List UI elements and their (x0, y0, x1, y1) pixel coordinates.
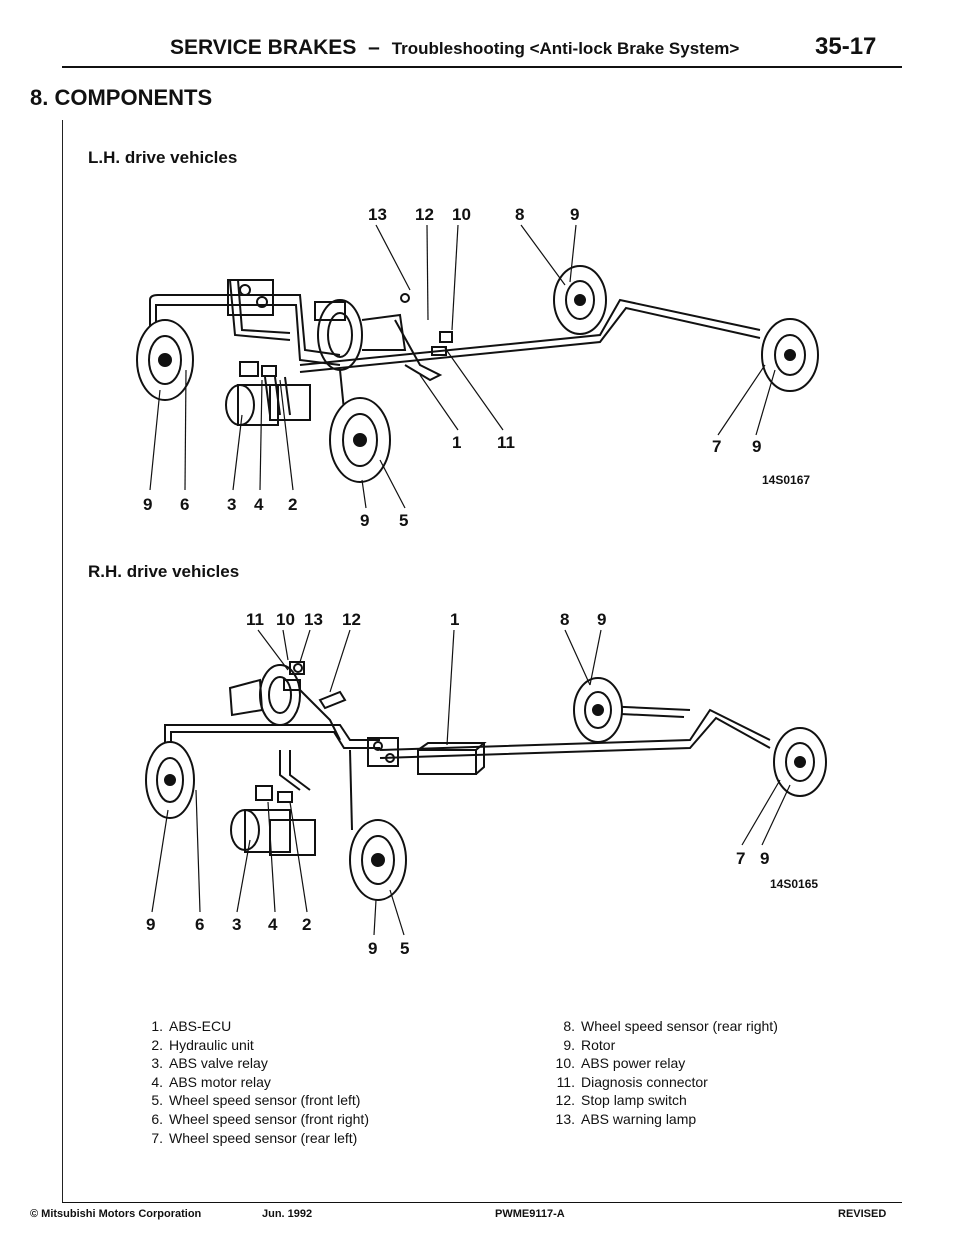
margin-line (62, 120, 63, 1202)
lh-label: 4 (254, 495, 264, 514)
lh-label: 9 (143, 495, 152, 514)
footer-doc-code: PWME9117-A (495, 1208, 565, 1220)
lh-label: 12 (415, 205, 434, 224)
rh-label: 9 (146, 915, 155, 934)
legend-right: 8.Wheel speed sensor (rear right) 9.Roto… (555, 1017, 778, 1129)
rh-diagram: 11 10 13 12 1 8 9 7 9 9 6 3 4 2 9 5 14S0… (0, 600, 960, 970)
rh-label: 3 (232, 915, 241, 934)
rh-label: 10 (276, 610, 295, 629)
lh-label: 9 (360, 511, 369, 530)
footer-date: Jun. 1992 (262, 1208, 313, 1220)
legend-item: 12.Stop lamp switch (555, 1092, 687, 1109)
legend-item: 7.Wheel speed sensor (rear left) (151, 1129, 358, 1146)
rh-label: 4 (268, 915, 278, 934)
rh-label: 12 (342, 610, 361, 629)
header-rule (62, 66, 902, 68)
legend-item: 13.ABS warning lamp (555, 1110, 697, 1127)
rh-label: 6 (195, 915, 204, 934)
lh-label: 3 (227, 495, 236, 514)
rh-label: 11 (246, 610, 264, 629)
rh-label: 9 (368, 939, 377, 958)
lh-label: 9 (752, 437, 761, 456)
rh-heading: R.H. drive vehicles (88, 562, 240, 581)
lh-label: 9 (570, 205, 579, 224)
lh-diagram-svg: 13 12 10 8 9 1 11 7 9 9 6 3 4 2 9 5 14S0… (136, 205, 819, 530)
rh-label: 7 (736, 849, 745, 868)
legend-item: 9.Rotor (563, 1036, 616, 1053)
legend-item: 2.Hydraulic unit (151, 1036, 254, 1053)
lh-diagram: 13 12 10 8 9 1 11 7 9 9 6 3 4 2 9 5 14S0… (0, 190, 960, 540)
rh-label: 1 (450, 610, 459, 629)
header-section: SERVICE BRAKES (170, 36, 357, 59)
rh-label: 9 (760, 849, 769, 868)
lh-label: 10 (452, 205, 471, 224)
footer-copyright: © Mitsubishi Motors Corporation (30, 1208, 202, 1220)
legend-left: 1.ABS-ECU 2.Hydraulic unit 3.ABS valve r… (143, 1017, 369, 1147)
rh-label: 9 (597, 610, 606, 629)
footer-rule (62, 1202, 902, 1203)
lh-label: 8 (515, 205, 524, 224)
header-subtitle: Troubleshooting <Anti-lock Brake System> (391, 39, 740, 58)
rh-label: 13 (304, 610, 323, 629)
legend-item: 4.ABS motor relay (151, 1073, 271, 1090)
legend-item: 8.Wheel speed sensor (rear right) (563, 1018, 778, 1034)
lh-label: 6 (180, 495, 189, 514)
legend-item: 11.Diagnosis connector (556, 1073, 708, 1090)
rh-label: 2 (302, 915, 311, 934)
page-number: 35-17 (815, 33, 877, 60)
lh-label: 13 (368, 205, 387, 224)
legend-item: 5.Wheel speed sensor (front left) (151, 1092, 361, 1109)
rh-label: 5 (400, 939, 409, 958)
lh-label: 11 (497, 433, 515, 452)
rh-diagram-svg: 11 10 13 12 1 8 9 7 9 9 6 3 4 2 9 5 14S0… (145, 610, 827, 958)
legend-item: 10.ABS power relay (555, 1055, 686, 1072)
lh-heading: L.H. drive vehicles (88, 148, 238, 167)
legend-item: 6.Wheel speed sensor (front right) (151, 1110, 369, 1127)
section-title: 8. COMPONENTS (30, 85, 213, 110)
lh-label: 2 (288, 495, 297, 514)
lh-figure-code: 14S0167 (762, 473, 810, 487)
lh-label: 5 (399, 511, 408, 530)
header-dash: – (368, 36, 380, 59)
page-header: SERVICE BRAKES – Troubleshooting <Anti-l… (170, 36, 739, 60)
rh-label: 8 (560, 610, 569, 629)
legend-item: 1.ABS-ECU (151, 1018, 232, 1034)
lh-label: 7 (712, 437, 721, 456)
lh-label: 1 (452, 433, 461, 452)
rh-figure-code: 14S0165 (770, 877, 818, 891)
footer-status: REVISED (838, 1208, 887, 1220)
legend-item: 3.ABS valve relay (151, 1055, 268, 1072)
